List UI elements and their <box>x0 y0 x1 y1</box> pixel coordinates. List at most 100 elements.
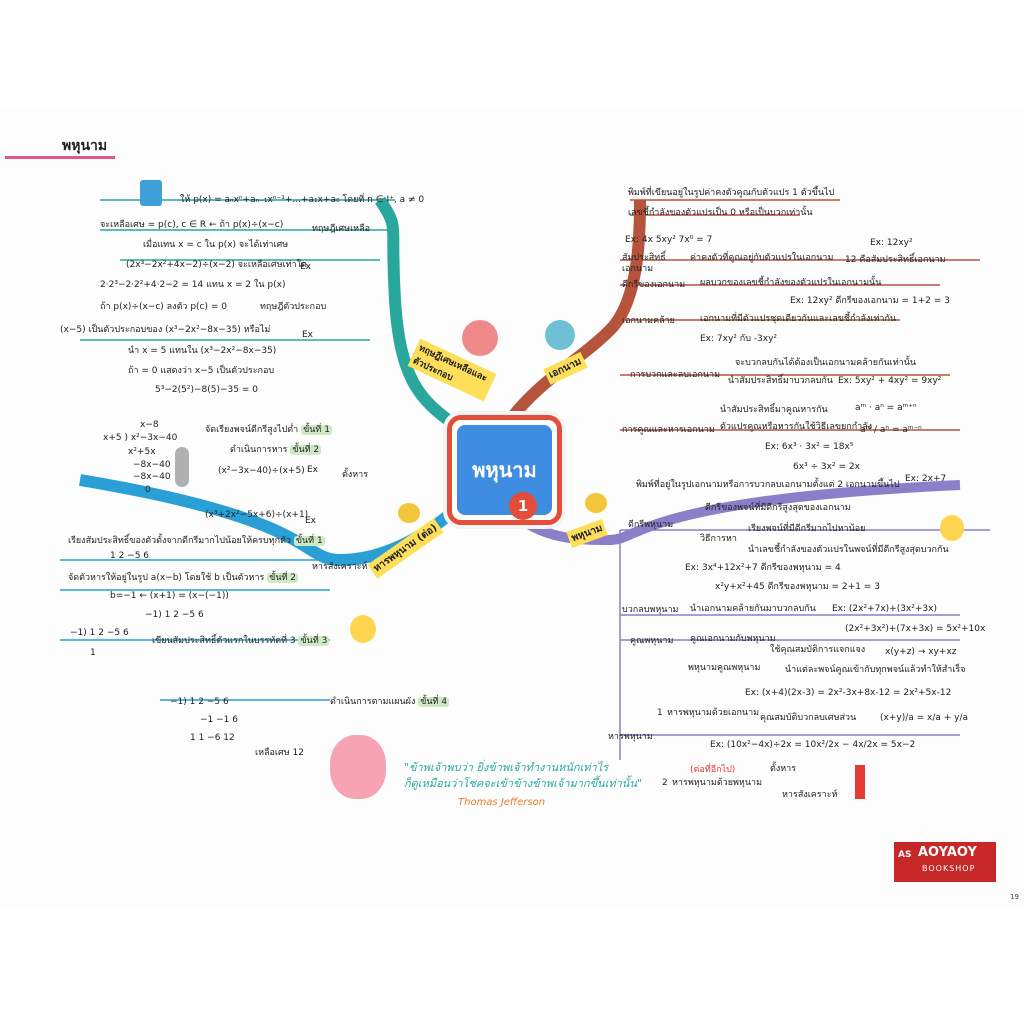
quote-author: Thomas Jefferson <box>458 797 546 808</box>
mono-like-ex: Ex: 7xy² กับ -3xy² <box>700 334 778 344</box>
poly-div1-rule: (x+y)/a = x/a + y/a <box>880 713 969 723</box>
poly-mul-def1b: ใช้คุณสมบัติการแจกแจง <box>770 645 866 655</box>
mono-like-def: เอกนามที่มีตัวแปรชุดเดียวกันและเลขชี้กำล… <box>700 314 897 324</box>
mono-ex1: Ex: 4x 5xy² 7x⁰ = 7 <box>625 235 713 245</box>
poly-div2-b: หารสังเคราะห์ <box>782 790 838 800</box>
poly-method1: เรียงพจน์ที่มีดีกรีมากไปหาน้อย <box>748 524 866 534</box>
poly-def-ex: Ex: 2x+7 <box>905 474 947 484</box>
poly-mul-ex: Ex: (x+4)(2x-3) = 2x²-3x+8x-12 = 2x²+5x-… <box>745 688 952 698</box>
div-long-num: x−8 <box>140 420 159 430</box>
div-syn-step1-badge: ขั้นที่ 1 <box>293 536 325 546</box>
div-syn-s3-row: −1) 1 2 −5 6 <box>70 628 129 638</box>
lightbulb-icon <box>350 615 376 643</box>
theorem-branch <box>375 196 459 430</box>
logo-sub: BOOKSHOP <box>922 864 976 873</box>
poly-div2: หารพหุนามด้วยพหุนาม <box>672 778 762 788</box>
thm-fac-ex-tag: Ex <box>302 330 314 340</box>
div-syn-s2-row: −1) 1 2 −5 6 <box>145 610 204 620</box>
page-number: 19 <box>1010 893 1019 901</box>
div-syn-label: หารสังเคราะห์ <box>312 562 368 572</box>
thm-fac-label: ทฤษฎีตัวประกอบ <box>260 302 327 312</box>
mono-coef-def: ค่าคงตัวที่คูณอยู่กับตัวแปรในเอกนาม <box>690 253 834 263</box>
poly-mul-def1: คูณเอกนามกับพหุนาม <box>690 634 776 644</box>
div-step3-badge: ขั้นที่ 3 <box>298 636 330 646</box>
div-long-l5: −8x−40 <box>133 472 171 482</box>
mono-addsub-def2: นำสัมประสิทธิ์มาบวกลบกัน <box>728 376 833 386</box>
bird-icon <box>398 503 420 523</box>
logo-name: AOYAOY <box>918 845 977 860</box>
div-ld-ex-tag: Ex <box>307 465 319 475</box>
div-syn-s3: เขียนสัมประสิทธิ์ตัวแรกในบรรทัดที่ 3 ขั้… <box>152 636 330 647</box>
mono-coef-ex: Ex: 12xy² <box>870 238 913 248</box>
mono-like-label: เอกนามคล้าย <box>622 316 675 326</box>
publisher-logo: AS AOYAOY BOOKSHOP <box>894 842 996 882</box>
div-syn-s1: เรียงสัมประสิทธิ์ของตัวตั้งจากดีกรีมากไป… <box>68 536 325 547</box>
div-syn-s4: ดำเนินการตามแผนผัง ขั้นที่ 4 <box>330 697 450 708</box>
poly-mul-label: คูณพหุนาม <box>630 636 674 646</box>
polynomial-branch <box>506 480 961 546</box>
bird-icon <box>462 320 498 356</box>
poly-addsub-def: นำเอกนามคล้ายกันมาบวกลบกัน <box>690 604 816 614</box>
page-title: พหุนาม <box>62 138 108 154</box>
div-syn-s4-r3: 1 1 −6 12 <box>190 733 235 743</box>
div-syn-s2-ex: b=−1 ← (x+1) = (x−(−1)) <box>110 591 229 601</box>
thm-fac-ex3: ถ้า = 0 แสดงว่า x−5 เป็นตัวประกอบ <box>128 366 275 376</box>
div-ld-step2-text: ดำเนินการหาร <box>230 445 288 455</box>
poly-method2: นำเลขชี้กำลังของตัวแปรในพจน์ที่มีดีกรีสู… <box>748 545 949 555</box>
poly-mul-def2b: นำแต่ละพจน์คูณเข้ากับทุกพจน์แล้วทำให้สำเ… <box>785 665 966 675</box>
thm-given: ให้ p(x) = aₙxⁿ+aₙ₋₁xⁿ⁻¹+...+a₁x+a₀ โดยท… <box>180 195 425 205</box>
poly-div1: หารพหุนามด้วยเอกนาม <box>667 708 760 718</box>
div-syn-s2: จัดตัวหารให้อยู่ในรูป a(x−b) โดยใช้ b เป… <box>68 573 299 584</box>
poly-div1-num: 1 <box>657 708 663 718</box>
mono-addsub-def: จะบวกลบกันได้ต้องเป็นเอกนามคล้ายกันเท่าน… <box>735 358 917 368</box>
div-syn-ex-tag: Ex <box>305 516 317 526</box>
div-syn-step2-badge: ขั้นที่ 2 <box>267 573 299 583</box>
thm-rem-def2: เมื่อแทน x = c ใน p(x) จะได้เท่าเศษ <box>143 240 289 250</box>
div-ld-step1: จัดเรียงพจน์ดีกรีสูงไปต่ำ ขั้นที่ 1 <box>205 425 332 436</box>
poly-addsub-ex1: Ex: (2x²+7x)+(3x²+3x) <box>832 604 937 614</box>
div-step1-badge: ขั้นที่ 1 <box>301 425 332 435</box>
mono-exp-rule: เลขชี้กำลังของตัวแปรเป็น 0 หรือเป็นบวกเท… <box>628 208 813 218</box>
thm-fac-def: ถ้า p(x)÷(x−c) ลงตัว p(c) = 0 <box>100 302 228 312</box>
mono-muldiv-rule1: aᵐ · aⁿ = aᵐ⁺ⁿ <box>855 403 917 413</box>
monomial-sub-lines <box>620 199 980 431</box>
mono-coef-label: สัมประสิทธิ์เอกนาม <box>622 253 666 274</box>
mono-coef-ex2: 12 คือสัมประสิทธิ์เอกนาม <box>845 255 946 265</box>
poly-addsub-ex2: (2x²+3x²)+(7x+3x) = 5x²+10x <box>845 624 986 634</box>
div-long-div: x+5 ) x²−3x−40 <box>103 433 178 443</box>
center-label: พหุนาม <box>457 425 552 515</box>
mono-muldiv-ex2: 6x³ ÷ 3x² = 2x <box>793 462 860 472</box>
bird-icon <box>585 493 607 513</box>
poly-addsub-label: บวกลบพหุนาม <box>622 605 679 615</box>
mono-degree-def: ผลบวกของเลขชี้กำลังของตัวแปรในเอกนามนั้น <box>700 278 882 288</box>
mono-muldiv-ex1: Ex: 6x³ · 3x² = 18x⁵ <box>765 442 854 452</box>
mono-degree-ex: Ex: 12xy² ดีกรีของเอกนาม = 1+2 = 3 <box>790 296 950 306</box>
div-syn-s2-text: จัดตัวหารให้อยู่ในรูป a(x−b) โดยใช้ b เป… <box>68 573 265 583</box>
thm-rem-ex1: (2x³−2x²+4x−2)÷(x−2) จะเหลือเศษเท่าใด <box>126 260 307 270</box>
pencil-icon <box>855 765 865 799</box>
poly-div2-a: ตั้งหาร <box>770 764 797 774</box>
lightbulb-icon <box>940 515 964 541</box>
mono-def: พิมพ์ที่เขียนอยู่ในรูปค่าคงตัวคูณกับตัวแ… <box>628 188 835 198</box>
mono-addsub-label: การบวกและลบเอกนาม <box>630 370 720 380</box>
poly-method-label: วิธีการหา <box>700 534 737 544</box>
div-syn-s3-text: เขียนสัมประสิทธิ์ตัวแรกในบรรทัดที่ 3 <box>152 636 296 646</box>
quote-line2: ก็ดูเหมือนว่าโชคจะเข้าข้างข้าพเจ้ามากขึ้… <box>404 777 642 790</box>
book-icon <box>140 180 162 206</box>
div-ld-label: ตั้งหาร <box>342 470 369 480</box>
thm-fac-ex2: นำ x = 5 แทนใน (x³−2x²−8x−35) <box>128 346 277 356</box>
thm-rem-label: ทฤษฎีเศษเหลือ <box>312 224 371 234</box>
thm-rem-ex2: 2·2³−2·2²+4·2−2 = 14 แทน x = 2 ใน p(x) <box>100 280 286 290</box>
poly-div2-num: 2 <box>662 778 668 788</box>
mono-addsub-ex: Ex: 5xy² + 4xy² = 9xy² <box>838 376 942 386</box>
div-step2-badge: ขั้นที่ 2 <box>290 445 322 455</box>
thm-fac-ex1: (x−5) เป็นตัวประกอบของ (x³−2x²−8x−35) หร… <box>60 325 271 335</box>
title-underline <box>5 156 115 159</box>
div-long-l4: −8x−40 <box>133 460 171 470</box>
mono-muldiv-def: นำสัมประสิทธิ์มาคูณหารกัน <box>720 405 828 415</box>
thm-rem-ex-tag: Ex <box>300 262 312 272</box>
poly-degree-label: ดีกรีพหุนาม <box>628 520 674 530</box>
div-syn-s4-r2: −1 −1 6 <box>200 715 238 725</box>
poly-div1-ex: Ex: (10x²−4x)÷2x = 10x²/2x − 4x/2x = 5x−… <box>710 740 916 750</box>
